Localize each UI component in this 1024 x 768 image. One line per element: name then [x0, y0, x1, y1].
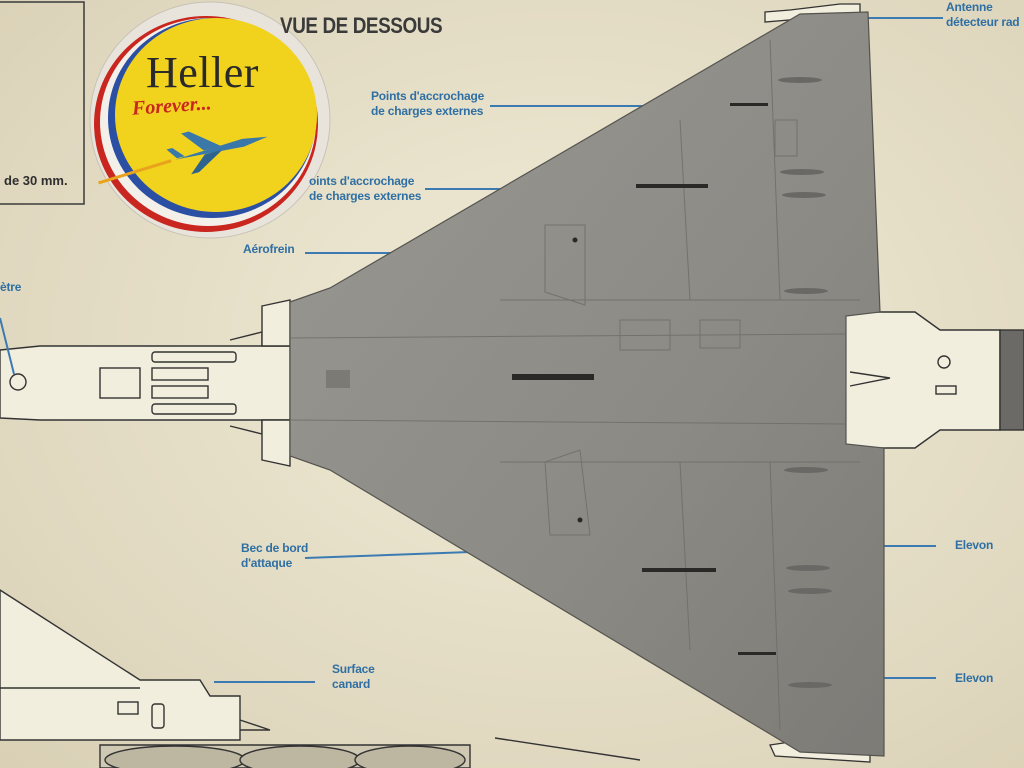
box-caption: de 30 mm. — [4, 173, 68, 188]
badge-text-wrap: Heller Forever... — [90, 3, 330, 237]
fuselage-outline — [0, 299, 291, 467]
label-elevon-1: Elevon — [955, 538, 994, 552]
label-airbrake: Aérofrein — [243, 242, 295, 256]
label-hardpoints-1: Points d'accrochage de charges externes — [371, 89, 485, 118]
label-hardpoints-2: oints d'accrochage de charges externes — [309, 174, 422, 203]
label-edge-left: ètre — [0, 280, 22, 294]
antenna-outline — [764, 3, 861, 23]
delta-wing-model — [289, 11, 885, 757]
label-antenna: Antenne détecteur rad — [946, 0, 1020, 29]
page-title: VUE DE DESSOUS — [280, 13, 443, 38]
label-canard: Surface canard — [332, 662, 375, 691]
label-elevon-2: Elevon — [955, 671, 994, 685]
badge-brand: Heller — [146, 48, 259, 97]
badge-tagline: Forever... — [131, 92, 213, 120]
info-box — [0, 1, 85, 205]
leader-lines — [0, 17, 943, 683]
label-leading-edge: Bec de bord d'attaque — [241, 541, 309, 570]
jet-icon — [98, 131, 268, 185]
tail-outline — [839, 311, 1024, 449]
heller-badge — [89, 1, 331, 239]
canard-outline — [0, 589, 641, 768]
